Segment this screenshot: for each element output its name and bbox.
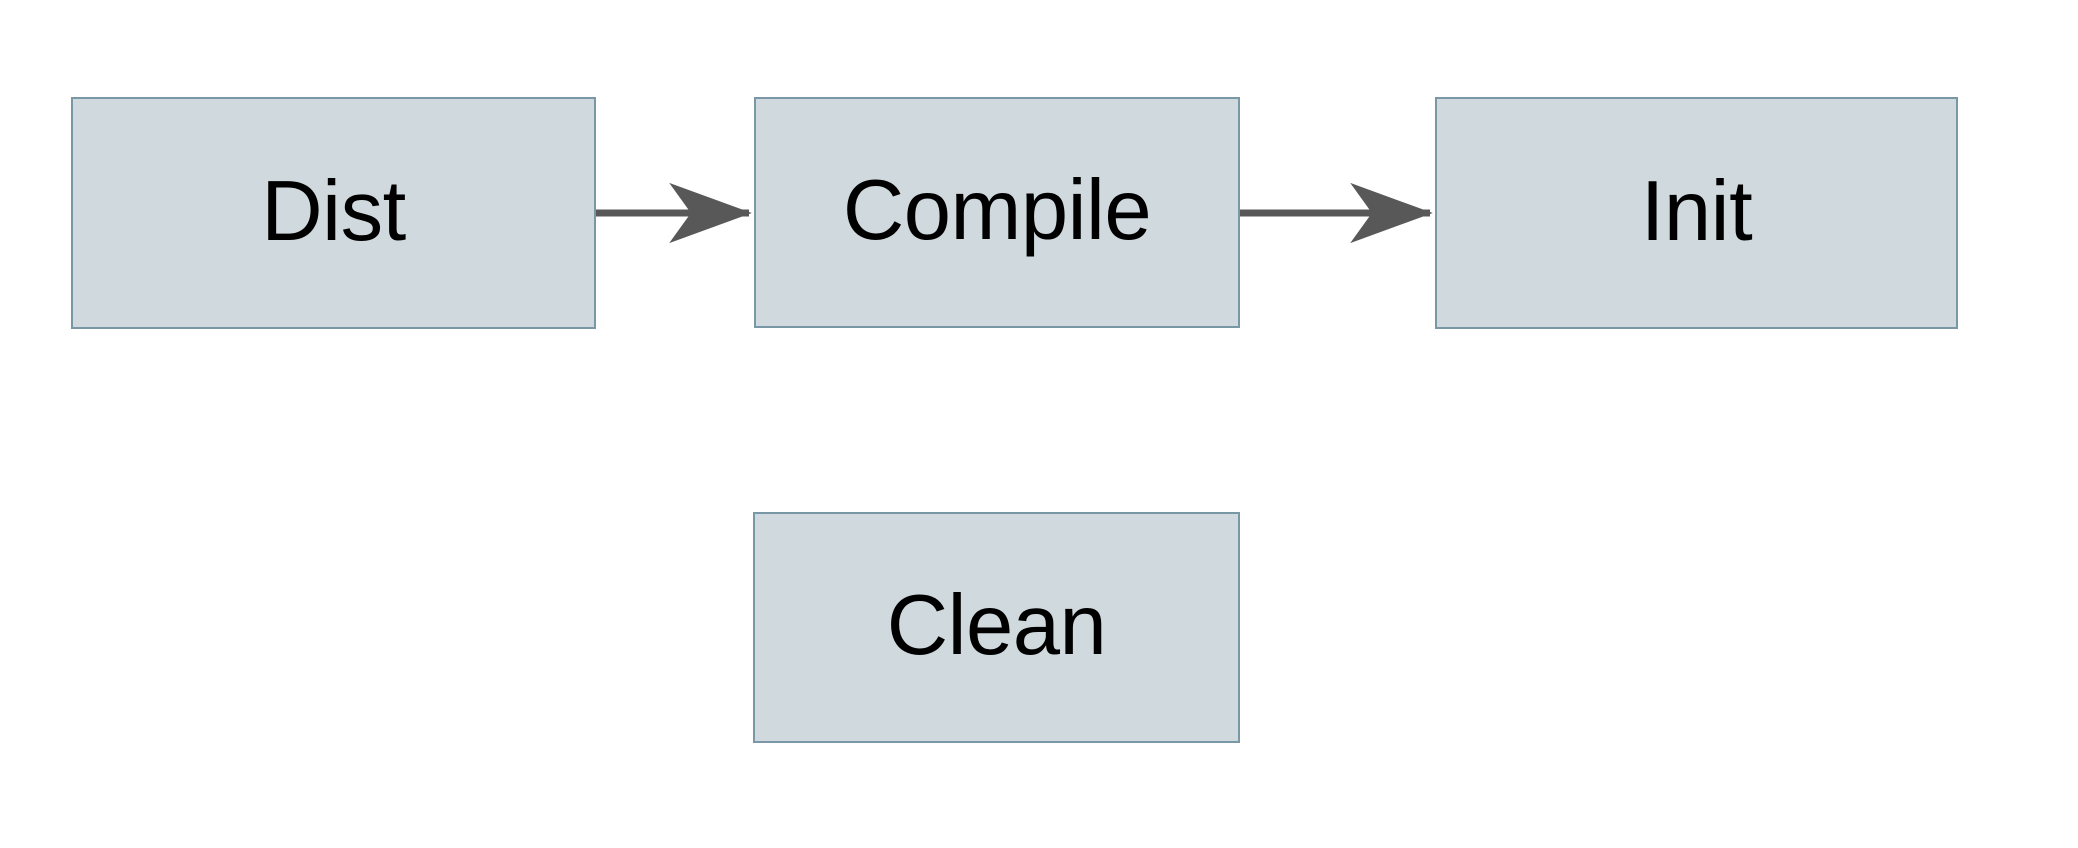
node-clean-label: Clean <box>886 578 1107 673</box>
node-init[interactable]: Init <box>1435 97 1958 329</box>
node-clean[interactable]: Clean <box>753 512 1240 743</box>
node-compile-label: Compile <box>842 163 1152 258</box>
node-compile[interactable]: Compile <box>754 97 1240 328</box>
edge-compile-to-init-hitarea[interactable] <box>1240 191 1435 235</box>
node-init-label: Init <box>1640 163 1753 259</box>
node-dist[interactable]: Dist <box>71 97 596 329</box>
edge-dist-to-compile-hitarea[interactable] <box>596 191 754 235</box>
node-dist-label: Dist <box>261 163 406 259</box>
